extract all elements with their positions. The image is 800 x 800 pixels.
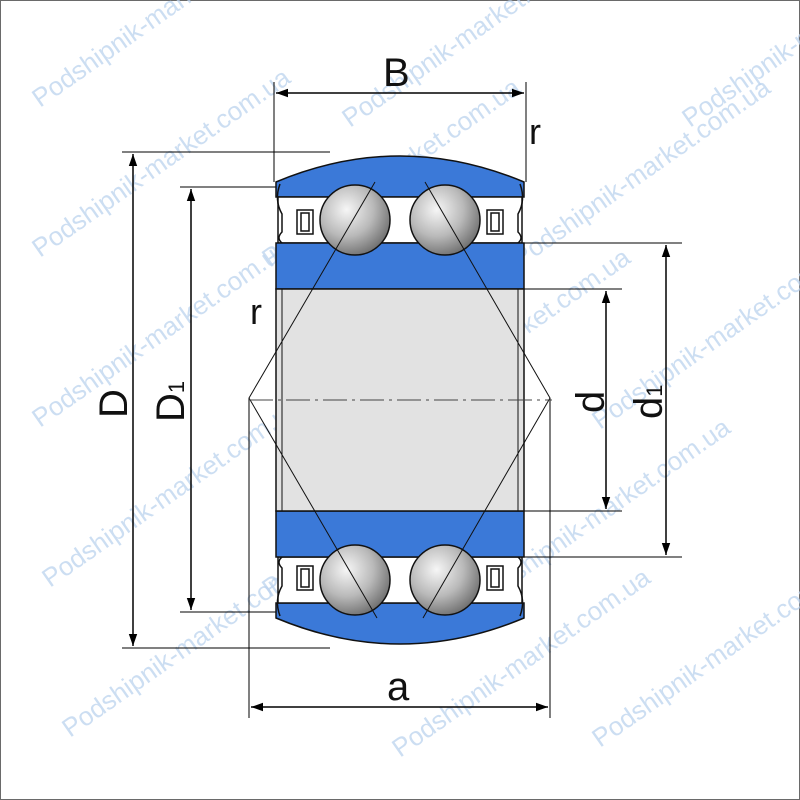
contact-angle-lines	[248, 181, 551, 619]
label-r-left: r	[250, 291, 262, 332]
label-D1: D1	[149, 381, 193, 422]
label-a: a	[387, 665, 410, 709]
label-r-top: r	[529, 111, 541, 152]
label-D1-main: D	[149, 393, 193, 422]
extension-lines	[122, 82, 682, 718]
label-d-group: d	[569, 391, 613, 413]
ball-cavity-top	[277, 196, 523, 244]
label-B: B	[383, 51, 410, 95]
label-d: d	[569, 391, 613, 413]
ball-top-right	[409, 184, 481, 256]
seal-bottom	[276, 556, 524, 617]
label-d1: d1	[627, 385, 671, 420]
label-D1-group: D1	[149, 381, 193, 422]
label-D-group: D	[92, 389, 136, 418]
label-D: D	[92, 389, 136, 418]
label-d1-main: d	[627, 397, 671, 419]
label-d1-sub: 1	[642, 385, 667, 397]
seal-top	[276, 183, 524, 244]
ball-cavity-bottom	[277, 556, 523, 604]
label-D1-sub: 1	[164, 381, 189, 393]
ball-top-left	[319, 184, 391, 256]
outer-ring-bottom	[275, 602, 525, 645]
inner-ring-bottom	[275, 510, 525, 558]
dimension-lines	[128, 88, 671, 712]
inner-ring-top	[275, 242, 525, 290]
outer-ring-top	[275, 155, 525, 198]
label-d1-group: d1	[627, 385, 671, 420]
